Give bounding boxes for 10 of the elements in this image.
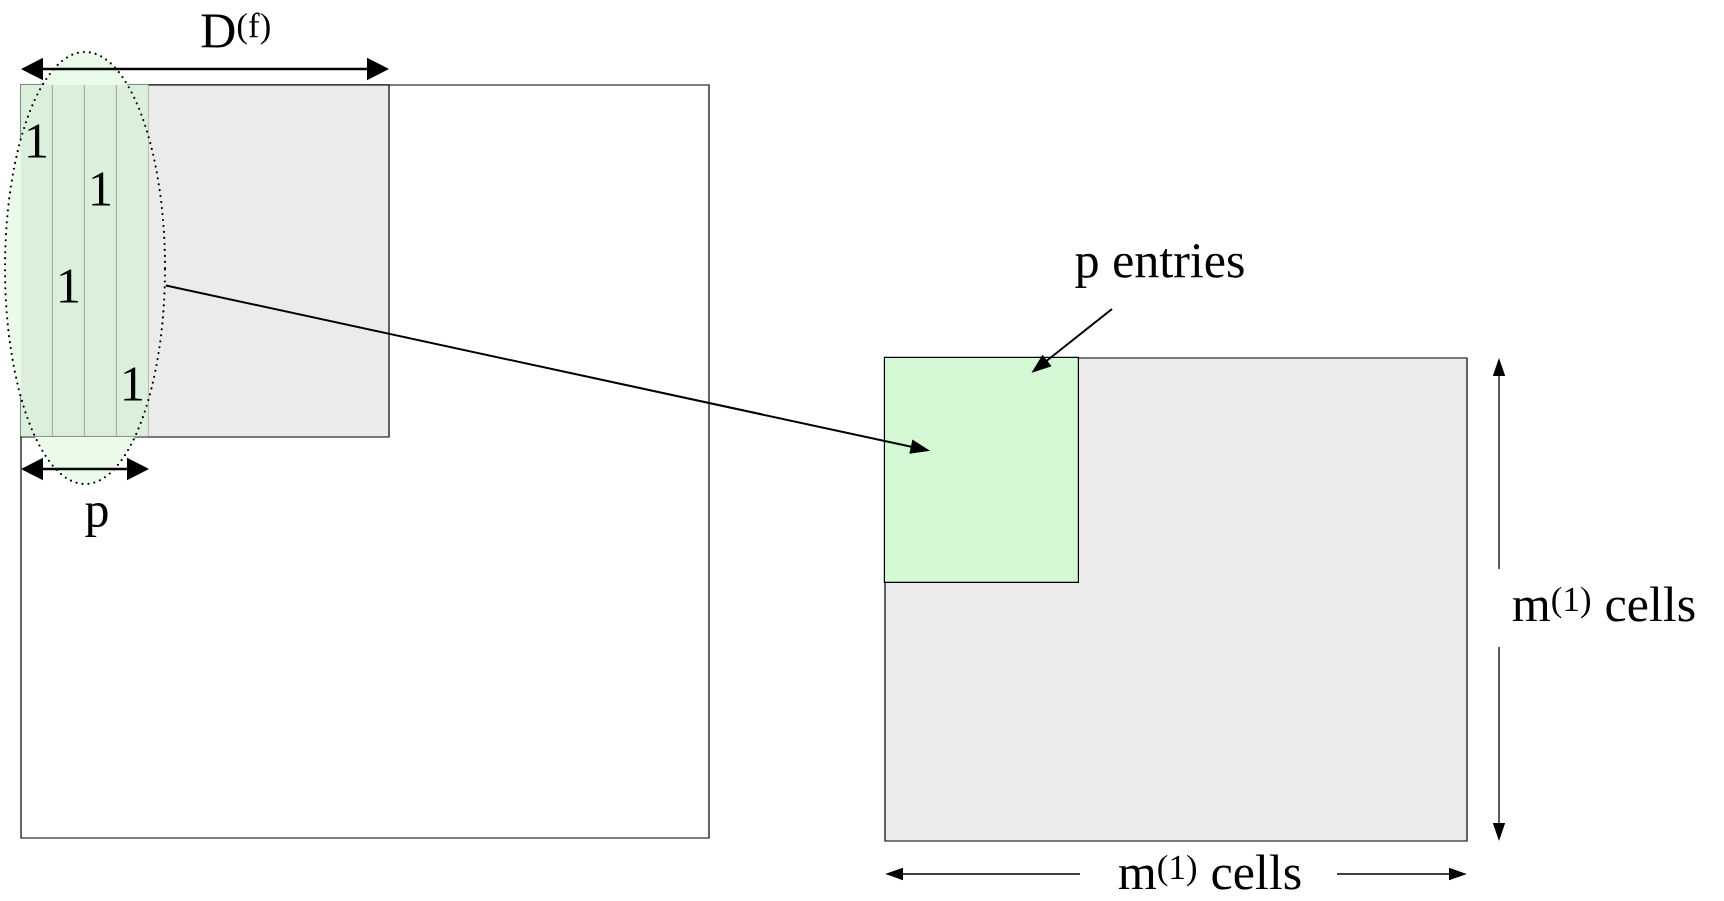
column-strip: 1 [84, 84, 117, 437]
dimension-label: D$^{(f)}$ [201, 12, 270, 48]
column-strip: 1 [20, 84, 53, 437]
entries-square [883, 356, 1079, 583]
dimension-label: p [85, 502, 108, 538]
dimension-label: m$^{(1)}$ cells [1512, 586, 1695, 622]
column-strip: 1 [116, 84, 149, 437]
column-strip: 1 [52, 84, 85, 437]
dimension-label: m$^{(1)}$ cells [1118, 854, 1301, 890]
callout-text: p entries [1075, 244, 1244, 288]
